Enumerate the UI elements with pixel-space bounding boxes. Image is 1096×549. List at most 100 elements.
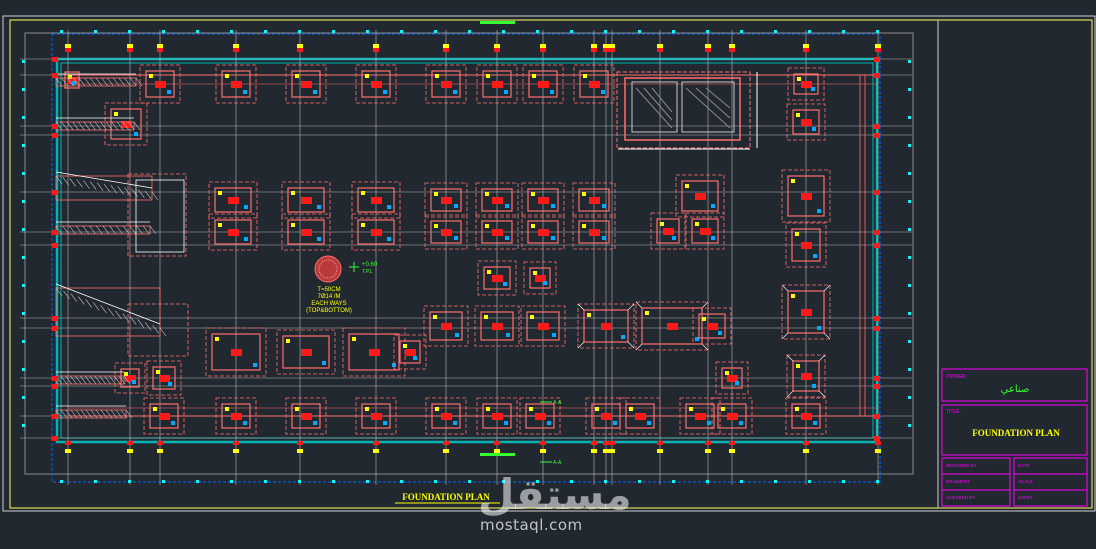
rebar-marker — [629, 407, 633, 411]
rebar-marker — [791, 179, 795, 183]
footing-outline — [685, 212, 725, 250]
stair-flight — [55, 73, 143, 87]
rebar-marker — [253, 363, 257, 367]
stair-tread — [104, 375, 111, 385]
stair-outline — [55, 287, 161, 337]
dim-tick — [22, 116, 25, 119]
rebar-marker — [453, 90, 457, 94]
dim-tick — [908, 144, 911, 147]
column — [159, 375, 170, 382]
rebar-marker — [132, 380, 136, 384]
footing-pad — [481, 188, 513, 212]
grid-marker — [443, 449, 449, 453]
section-cut-mark — [480, 453, 515, 456]
tank-pit — [616, 71, 758, 150]
stair-tread — [80, 409, 88, 419]
rebar-marker — [485, 224, 489, 228]
rebar-marker — [168, 382, 172, 386]
stair-tread — [109, 375, 116, 385]
footing-pad — [528, 70, 558, 98]
rebar-marker — [454, 204, 458, 208]
footing-pad — [287, 187, 325, 213]
stair-tread — [115, 310, 122, 320]
rebar-marker — [218, 191, 222, 195]
column — [589, 81, 600, 88]
column — [121, 121, 132, 128]
dim-tick — [366, 480, 369, 483]
footing-outline — [577, 303, 635, 349]
stair-tread — [63, 290, 70, 300]
dim-tick — [908, 200, 911, 203]
stair-tread — [117, 186, 124, 195]
footing — [423, 305, 469, 347]
dim-tick — [196, 480, 199, 483]
stair-flight — [55, 283, 167, 337]
column — [695, 193, 706, 200]
grid-marker — [874, 316, 880, 321]
dim-tick — [22, 200, 25, 203]
stair-tread — [90, 409, 98, 419]
dim-tick — [842, 30, 845, 33]
grid-marker — [157, 48, 163, 52]
stair-tread — [84, 77, 91, 87]
level-label: T.P.L — [362, 269, 373, 275]
stair-tread — [90, 181, 97, 190]
footing — [351, 181, 401, 219]
stair-tread — [96, 182, 104, 192]
footing-pad — [625, 403, 655, 429]
dim-tick — [672, 480, 675, 483]
stair-tread — [144, 190, 152, 200]
footing-outline — [476, 397, 518, 435]
rebar-marker — [582, 192, 586, 196]
stair-flights — [55, 73, 189, 419]
rebar-marker — [361, 191, 365, 195]
footing-pad — [481, 220, 513, 244]
footing-outline — [573, 64, 615, 104]
dim-tick — [774, 30, 777, 33]
level-value: +0.60 — [362, 262, 378, 268]
footing-corner — [818, 390, 826, 398]
grid-marker — [705, 449, 711, 453]
grid-marker — [52, 190, 58, 195]
stair-tread — [89, 121, 96, 131]
rebar-marker — [543, 281, 547, 285]
footing — [521, 182, 565, 218]
footing — [521, 214, 565, 250]
dim-tick — [876, 30, 879, 33]
footing-outline — [572, 214, 616, 250]
footing-outline — [355, 397, 397, 435]
dim-tick — [908, 88, 911, 91]
column — [155, 81, 166, 88]
footing-corner — [786, 390, 794, 398]
stair-tread — [78, 121, 85, 131]
dim-tick — [536, 30, 539, 33]
stair-tread — [94, 121, 102, 131]
footing-pad — [361, 70, 391, 98]
footing-pad — [792, 109, 820, 135]
footing-outline — [476, 64, 518, 104]
grid-marker — [297, 48, 303, 52]
footing — [781, 284, 831, 340]
grid-marker — [705, 44, 711, 48]
rebar-marker — [225, 407, 229, 411]
dim-tick — [94, 480, 97, 483]
footing-outline — [281, 213, 331, 251]
grid-marker — [705, 48, 711, 52]
dim-tick — [502, 480, 505, 483]
footing-outline — [276, 329, 336, 375]
footing-pad — [698, 313, 726, 339]
rebar-marker — [613, 421, 617, 425]
column — [492, 275, 503, 282]
dim-tick — [908, 284, 911, 287]
dim-tick — [706, 30, 709, 33]
grid-marker — [591, 449, 597, 453]
stair-tread — [118, 77, 126, 87]
grid-marker — [874, 190, 880, 195]
column — [441, 81, 452, 88]
stair-flight — [55, 117, 141, 131]
title-value: FOUNDATION PLAN — [972, 428, 1060, 438]
footing-outline — [521, 214, 565, 250]
rebar-marker — [218, 223, 222, 227]
column — [492, 229, 503, 236]
dim-tick — [22, 172, 25, 175]
